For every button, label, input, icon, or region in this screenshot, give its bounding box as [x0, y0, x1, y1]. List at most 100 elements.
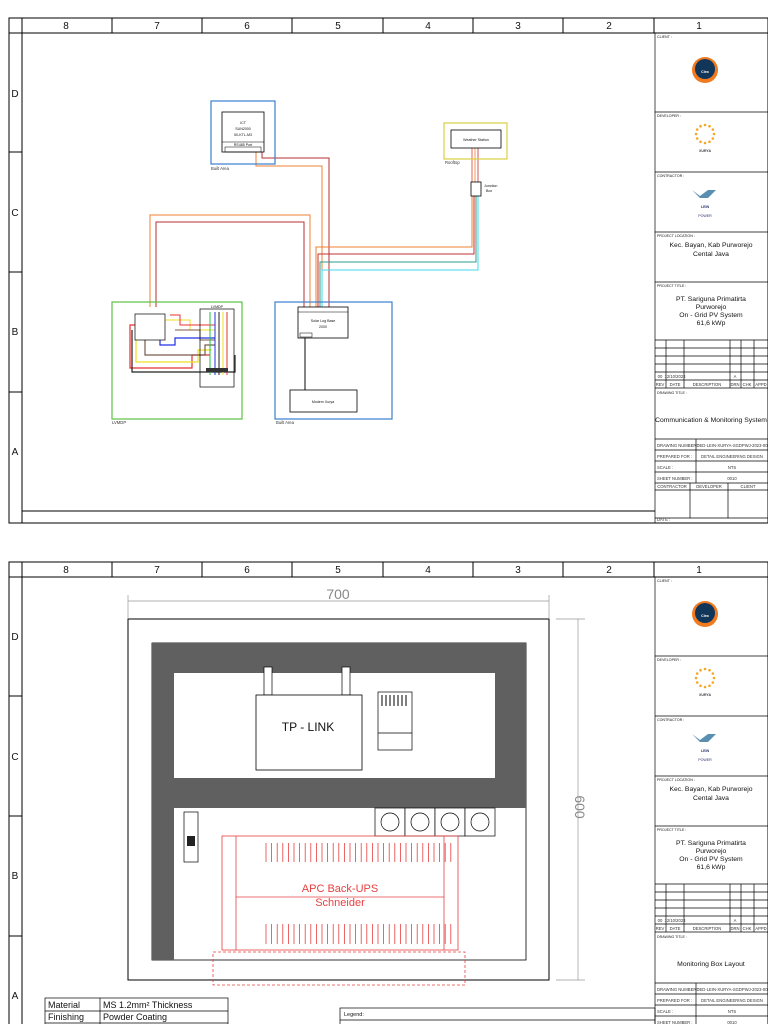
- rev-header: CHK: [743, 382, 752, 387]
- col-6: 6: [244, 565, 250, 576]
- project-title-line: On - Grid PV System: [679, 856, 743, 863]
- tp-link-router: [255, 694, 363, 771]
- project-title-line: PT. Sariguna Primatirta: [676, 840, 746, 847]
- weather-station-label: Weather Station: [463, 138, 489, 142]
- col-5: 5: [335, 565, 341, 576]
- antenna-right: [341, 666, 351, 696]
- modem: [289, 389, 358, 413]
- drawing-number-value: DED-LEIN-XURYA-SGDPWJ-2023-00: [696, 443, 768, 448]
- location-label: PROJECT LOCATION :: [657, 778, 695, 782]
- col-8: 8: [63, 565, 69, 576]
- lvmdp-panel: [199, 308, 235, 388]
- scale-label: SCALE :: [657, 1009, 673, 1014]
- rail-left: [152, 643, 174, 960]
- rev-cell: 12/10/2023: [665, 374, 687, 379]
- xurya-logo-text: XURYA: [699, 149, 712, 153]
- ict-inverter: [221, 111, 265, 153]
- location-line-1: Kec. Bayan, Kab Purworejo: [669, 242, 752, 249]
- date-label: DATE :: [657, 517, 670, 522]
- power-supply: [377, 691, 413, 751]
- lein-logo-text: LEIN: [701, 749, 710, 753]
- rail-top: [174, 643, 495, 673]
- col-1: 1: [696, 565, 702, 576]
- location-line-2: Cental Java: [693, 251, 729, 258]
- rev-header: CHK: [743, 926, 752, 931]
- row-d: D: [11, 632, 18, 643]
- rooftop-area-box: [443, 122, 508, 160]
- ups-brand: Schneider: [315, 897, 365, 909]
- signature-column: CLIENT: [741, 484, 756, 489]
- xurya-logo-text: XURYA: [699, 693, 712, 697]
- drawing-number-label: DRAWING NUMBER :: [657, 443, 699, 448]
- solar-log-label: Solar Log Base: [311, 319, 336, 323]
- column-markers: [111, 18, 655, 33]
- sheet-number-value: 0010: [727, 1020, 737, 1024]
- col-6: 6: [244, 21, 250, 32]
- modem-label: Modem Xurya: [312, 400, 334, 404]
- weather-station: [450, 129, 502, 149]
- rail-middle: [174, 778, 495, 808]
- signature-column: CONTRACTOR: [657, 484, 686, 489]
- client-label: CLIENT :: [657, 579, 672, 583]
- spec-table: [44, 997, 229, 1024]
- col-5: 5: [335, 21, 341, 32]
- rev-header: DRN: [730, 926, 739, 931]
- row-b: B: [12, 327, 19, 338]
- scale-value: NTS: [728, 1009, 737, 1014]
- drawing-title: Communication & Monitoring System: [655, 417, 767, 424]
- wiring: [129, 148, 479, 390]
- row-b: B: [12, 871, 19, 882]
- ict-label: ICT: [240, 121, 247, 125]
- lvmdp-panel-label: LVMDP: [211, 305, 224, 309]
- solarlog-area-label: Built Area: [276, 420, 295, 425]
- col-3: 3: [515, 21, 521, 32]
- junction-box: [470, 181, 482, 197]
- col-7: 7: [154, 21, 160, 32]
- col-4: 4: [425, 21, 431, 32]
- power-meter: [134, 313, 166, 341]
- ups-vents: [265, 843, 452, 944]
- sheet-2: 8 7 6 5 4 3 2 1 D C B A 700 600 TP - LIN…: [8, 561, 768, 1024]
- col-2: 2: [606, 565, 612, 576]
- spec-finishing-value: Powder Coating: [103, 1012, 167, 1022]
- project-title-line: 61,6 kWp: [697, 320, 726, 327]
- col-7: 7: [154, 565, 160, 576]
- project-title-label: PROJECT TITLE :: [657, 284, 686, 288]
- project-title-line: On - Grid PV System: [679, 312, 743, 319]
- row-c: C: [11, 752, 18, 763]
- sheet-number-label: SHEET NUMBER :: [657, 476, 693, 481]
- cleo-logo-text: Cleo: [701, 614, 710, 618]
- circuit-breaker: [183, 811, 199, 863]
- rev-header: DATE: [670, 382, 681, 387]
- prepared-for-value: DETAIL ENGINEERING DESIGN: [701, 998, 763, 1003]
- spec-finishing-label: Finishing: [48, 1012, 84, 1022]
- rail-right: [495, 643, 526, 808]
- ict-area-box: [210, 100, 276, 165]
- antenna-left: [263, 666, 273, 696]
- width-dimension: 700: [326, 586, 350, 602]
- power-logo-text: POWER: [698, 758, 712, 762]
- rev-header: REV: [656, 926, 665, 931]
- row-a: A: [12, 991, 19, 1002]
- drawing-title-label: DRAWING TITLE :: [657, 935, 687, 939]
- row-a: A: [12, 447, 19, 458]
- rev-cell: 00: [658, 374, 663, 379]
- project-title-line: Purworejo: [696, 848, 727, 855]
- rooftop-label: Rooftop: [445, 160, 460, 165]
- ict-model-variant: 50-KTL-M3: [234, 133, 252, 137]
- rev-cell: A: [734, 918, 737, 923]
- spec-material-value: MS 1.2mm² Thickness: [103, 1000, 193, 1010]
- rev-header: APPD: [755, 926, 766, 931]
- ict-area-label: Built Area: [211, 166, 230, 171]
- solarlog-area-box: [274, 301, 393, 420]
- power-logo-text: POWER: [698, 214, 712, 218]
- rev-header: DESCRIPTION: [693, 382, 722, 387]
- sheet-1: 8 7 6 5 4 3 2 1 D C B A: [8, 17, 768, 524]
- location-label: PROJECT LOCATION :: [657, 234, 695, 238]
- height-dimension: 600: [572, 795, 588, 819]
- lein-logo-text: LEIN: [701, 205, 710, 209]
- row-c: C: [11, 208, 18, 219]
